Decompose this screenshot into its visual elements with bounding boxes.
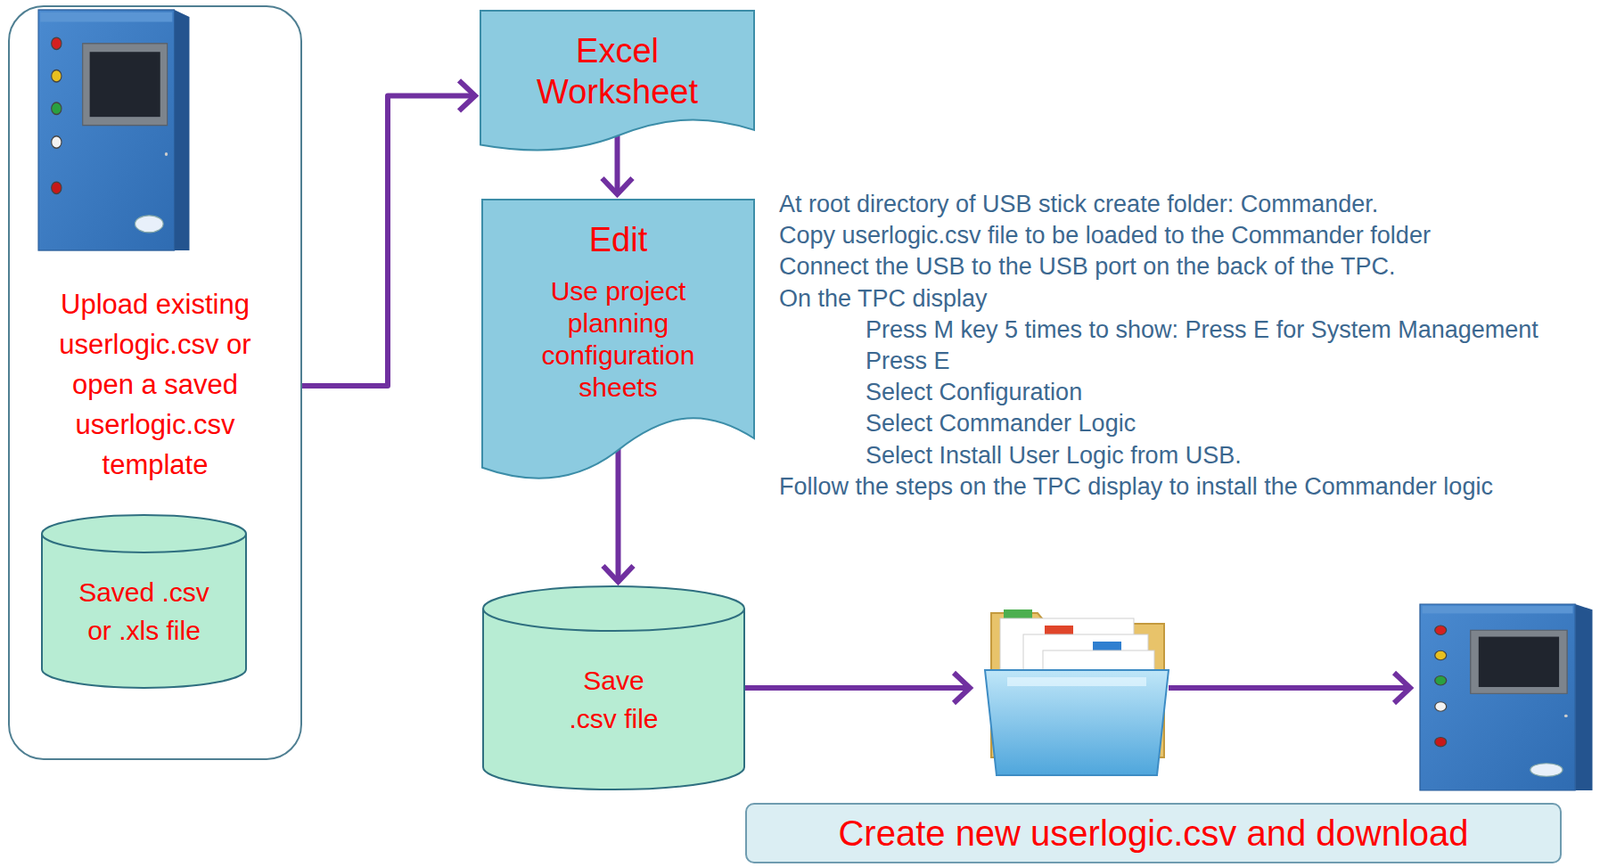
arrow-head bbox=[459, 80, 476, 111]
node-title: Upload existing userlogic.csv or open a … bbox=[34, 285, 276, 486]
arrow-head bbox=[602, 178, 633, 195]
flow-connector bbox=[302, 80, 476, 386]
text-group: Excel Worksheet bbox=[515, 31, 721, 113]
cylinder-body bbox=[41, 515, 247, 689]
instruction-line: Select Install User Logic from USB. bbox=[865, 441, 1242, 470]
instruction-line: Follow the steps on the TPC display to i… bbox=[779, 472, 1494, 501]
text-group: Create new userlogic.csv and download bbox=[756, 812, 1551, 855]
instruction-line: Press E bbox=[865, 346, 951, 376]
instruction-line: Select Configuration bbox=[865, 377, 1083, 407]
instruction-line: Select Commander Logic bbox=[865, 409, 1136, 438]
text-group: EditUse project planning configuration s… bbox=[516, 220, 722, 404]
text-group: Save .csv file bbox=[561, 661, 667, 739]
text-group: Saved .csv or .xls file bbox=[69, 573, 220, 651]
cylinder-rim bbox=[483, 608, 745, 632]
controller-device bbox=[1419, 604, 1593, 791]
controller-device bbox=[38, 9, 190, 251]
edit-document: EditUse project planning configuration s… bbox=[481, 198, 755, 492]
folder-icon bbox=[984, 609, 1169, 776]
document-body bbox=[480, 10, 755, 150]
cylinder-body bbox=[483, 586, 745, 790]
worksheet-document: Excel Worksheet bbox=[479, 9, 755, 157]
flow-connector bbox=[603, 449, 634, 583]
save-file-cylinder: Save .csv file bbox=[482, 586, 746, 791]
node-title: Edit bbox=[516, 220, 722, 262]
connector-line bbox=[615, 135, 621, 194]
document-body bbox=[482, 199, 755, 479]
saved-file-cylinder: Saved .csv or .xls file bbox=[41, 515, 247, 690]
node-title: Saved .csv or .xls file bbox=[69, 573, 220, 651]
download-banner: Create new userlogic.csv and download bbox=[745, 803, 1562, 864]
node-title: Create new userlogic.csv and download bbox=[756, 812, 1551, 855]
text-group: Upload existing userlogic.csv or open a … bbox=[9, 7, 301, 486]
connector-line bbox=[302, 95, 474, 386]
instruction-line: Connect the USB to the USB port on the b… bbox=[779, 252, 1395, 281]
arrow-head bbox=[603, 566, 634, 583]
source-panel: Upload existing userlogic.csv or open a … bbox=[8, 5, 303, 761]
instruction-line: At root directory of USB stick create fo… bbox=[779, 189, 1379, 219]
node-body: Use project planning configuration sheet… bbox=[529, 275, 708, 404]
instruction-line: Press M key 5 times to show: Press E for… bbox=[865, 315, 1539, 345]
flow-arrow bbox=[745, 672, 1411, 704]
instruction-line: Copy userlogic.csv file to be loaded to … bbox=[779, 221, 1431, 250]
node-title: Save .csv file bbox=[561, 661, 667, 739]
flow-connector bbox=[602, 135, 633, 196]
cylinder-rim bbox=[41, 533, 247, 553]
instruction-line: On the TPC display bbox=[779, 284, 988, 313]
node-title: Excel Worksheet bbox=[515, 31, 721, 113]
connector-line bbox=[615, 449, 622, 581]
